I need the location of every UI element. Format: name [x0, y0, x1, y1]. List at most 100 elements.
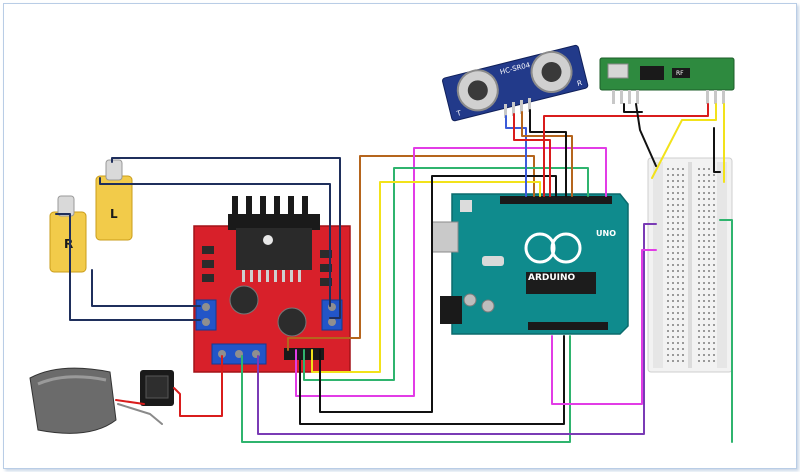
breadboard-hole: [672, 258, 674, 260]
breadboard-hole: [703, 228, 705, 230]
arduino-logo: [524, 232, 556, 264]
breadboard-hole: [677, 264, 679, 266]
atmega-chip: [526, 272, 596, 294]
breadboard-hole: [703, 276, 705, 278]
breadboard-hole: [672, 252, 674, 254]
breadboard-hole: [677, 234, 679, 236]
breadboard-hole: [672, 318, 674, 320]
breadboard-hole: [672, 192, 674, 194]
breadboard-hole: [703, 348, 705, 350]
battery: [29, 367, 117, 434]
breadboard-hole: [713, 252, 715, 254]
breadboard-hole: [677, 282, 679, 284]
breadboard-hole: [672, 288, 674, 290]
breadboard-hole: [677, 288, 679, 290]
breadboard-hole: [708, 300, 710, 302]
wire-switch-driver: [173, 355, 223, 417]
breadboard-hole: [698, 324, 700, 326]
breadboard-hole: [682, 282, 684, 284]
breadboard-hole: [698, 174, 700, 176]
breadboard-hole: [667, 234, 669, 236]
breadboard-hole: [672, 312, 674, 314]
breadboard-hole: [713, 192, 715, 194]
breadboard-hole: [677, 354, 679, 356]
breadboard-hole: [698, 282, 700, 284]
breadboard-hole: [708, 216, 710, 218]
breadboard-hole: [703, 174, 705, 176]
breadboard-hole: [667, 270, 669, 272]
breadboard-hole: [667, 222, 669, 224]
breadboard-hole: [677, 186, 679, 188]
breadboard-hole: [667, 354, 669, 356]
breadboard-hole: [682, 258, 684, 260]
breadboard-hole: [672, 180, 674, 182]
capacitor-right: [277, 307, 307, 337]
breadboard-hole: [677, 330, 679, 332]
breadboard-hole: [677, 252, 679, 254]
breadboard-hole: [682, 192, 684, 194]
wire-gnd: [241, 335, 571, 443]
breadboard-hole: [698, 348, 700, 350]
heatsink: [228, 214, 320, 230]
breadboard-hole: [667, 312, 669, 314]
breadboard-hole: [667, 198, 669, 200]
breadboard-hole: [698, 270, 700, 272]
motor-right-label: R: [64, 237, 73, 251]
breadboard-hole: [698, 222, 700, 224]
breadboard-hole: [682, 330, 684, 332]
breadboard-hole: [672, 354, 674, 356]
breadboard-hole: [677, 318, 679, 320]
breadboard-hole: [667, 216, 669, 218]
breadboard-hole: [698, 354, 700, 356]
breadboard-hole: [677, 204, 679, 206]
breadboard-hole: [677, 192, 679, 194]
breadboard-hole: [698, 210, 700, 212]
terminal-motor-right: [321, 299, 343, 331]
breadboard-hole: [677, 174, 679, 176]
breadboard-hole: [703, 336, 705, 338]
breadboard-hole: [708, 234, 710, 236]
breadboard-hole: [672, 282, 674, 284]
breadboard-hole: [682, 168, 684, 170]
motor-left-label: L: [110, 207, 118, 221]
breadboard-hole: [698, 276, 700, 278]
breadboard-hole: [672, 348, 674, 350]
breadboard-hole: [698, 318, 700, 320]
wire-motor-right-a: [91, 269, 201, 307]
breadboard-hole: [677, 342, 679, 344]
l298n-motor-driver: [193, 196, 351, 373]
breadboard-hole: [703, 204, 705, 206]
digital-header: [500, 196, 612, 204]
breadboard-hole: [713, 294, 715, 296]
wire-battery-neg: [117, 403, 163, 425]
breadboard-hole: [667, 246, 669, 248]
breadboard-hole: [713, 354, 715, 356]
breadboard-hole: [713, 306, 715, 308]
breadboard-hole: [698, 306, 700, 308]
breadboard-hole: [713, 246, 715, 248]
breadboard-hole: [682, 354, 684, 356]
breadboard-hole: [708, 210, 710, 212]
breadboard-hole: [667, 300, 669, 302]
breadboard-hole: [713, 198, 715, 200]
wire-rf-gnd: [623, 103, 643, 113]
breadboard-hole: [667, 330, 669, 332]
analog-header: [528, 322, 608, 330]
breadboard-hole: [698, 330, 700, 332]
power-switch: [140, 370, 174, 406]
breadboard-hole: [703, 234, 705, 236]
breadboard-hole: [677, 258, 679, 260]
breadboard-hole: [672, 240, 674, 242]
breadboard-hole: [677, 180, 679, 182]
wire-rf-gnd3: [713, 127, 721, 173]
breadboard-hole: [708, 192, 710, 194]
breadboard-hole: [703, 294, 705, 296]
breadboard-hole: [682, 234, 684, 236]
breadboard-hole: [703, 324, 705, 326]
breadboard-hole: [698, 204, 700, 206]
wire-rf-data: [543, 103, 709, 197]
breadboard-hole: [677, 294, 679, 296]
wire-us-gnd: [529, 109, 567, 197]
breadboard-hole: [708, 348, 710, 350]
breadboard-hole: [667, 360, 669, 362]
